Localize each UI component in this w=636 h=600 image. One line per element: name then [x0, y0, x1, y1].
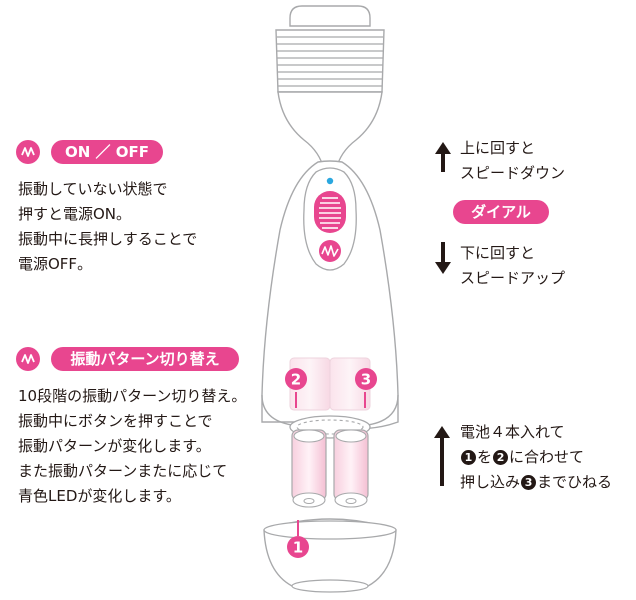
pattern-line: 振動中にボタンを押すことで: [18, 412, 213, 430]
dial-grooves: [319, 197, 341, 229]
pattern-line: 青色LEDが変化します。: [18, 487, 181, 505]
marker-1: 1: [287, 536, 309, 558]
pattern-line: 振動パターンが変化します。: [18, 437, 211, 455]
marker-2: 2: [285, 368, 307, 390]
dial-down-line: スピードアップ: [460, 269, 566, 287]
dial-up-line: 上に回すと: [460, 139, 536, 157]
battery-text: に合わせて: [509, 448, 585, 466]
step-1-badge: 1: [461, 450, 476, 465]
step-2-badge: 2: [493, 450, 509, 465]
vibration-wave-icon: [16, 347, 40, 371]
pattern-label: 振動パターン切り替え: [51, 347, 239, 371]
batteries: [291, 429, 369, 508]
battery-text: 押し込み: [460, 473, 521, 491]
onoff-line: 振動していない状態で: [18, 180, 168, 198]
battery-line-1: 電池４本入れて: [460, 423, 565, 441]
onoff-line: 振動中に長押しすることで: [18, 230, 198, 248]
onoff-label: ON ／ OFF: [51, 140, 163, 164]
onoff-line: 電源OFF。: [18, 255, 93, 273]
step-3-badge: 3: [521, 475, 537, 490]
onoff-line: 押すと電源ON。: [18, 205, 132, 223]
led-indicator: [326, 177, 334, 185]
head-ridges: [277, 36, 383, 87]
battery-text: までひねる: [537, 473, 613, 491]
dial-down-line: 下に回すと: [460, 244, 536, 262]
vibration-wave-icon: [321, 245, 339, 257]
svg-text:3: 3: [361, 371, 371, 389]
dial-label: ダイアル: [453, 200, 549, 224]
pattern-line: また振動パターンまたに応じて: [18, 462, 228, 480]
battery-text: を: [477, 448, 493, 466]
massager-head: [275, 5, 385, 171]
marker-3: 3: [355, 368, 377, 390]
arrow-down-dial-icon: [435, 242, 451, 274]
pattern-line: 10段階の振動パターン切り替え。: [18, 387, 247, 405]
control-panel: [303, 167, 357, 271]
battery-cap[interactable]: [263, 518, 397, 593]
svg-text:1: 1: [293, 539, 303, 557]
arrow-up-battery-icon: [434, 426, 450, 486]
dial-up-line: スピードダウン: [460, 164, 566, 182]
vibration-wave-icon: [16, 140, 40, 164]
arrow-up-dial-icon: [435, 142, 451, 172]
svg-text:2: 2: [291, 371, 301, 389]
